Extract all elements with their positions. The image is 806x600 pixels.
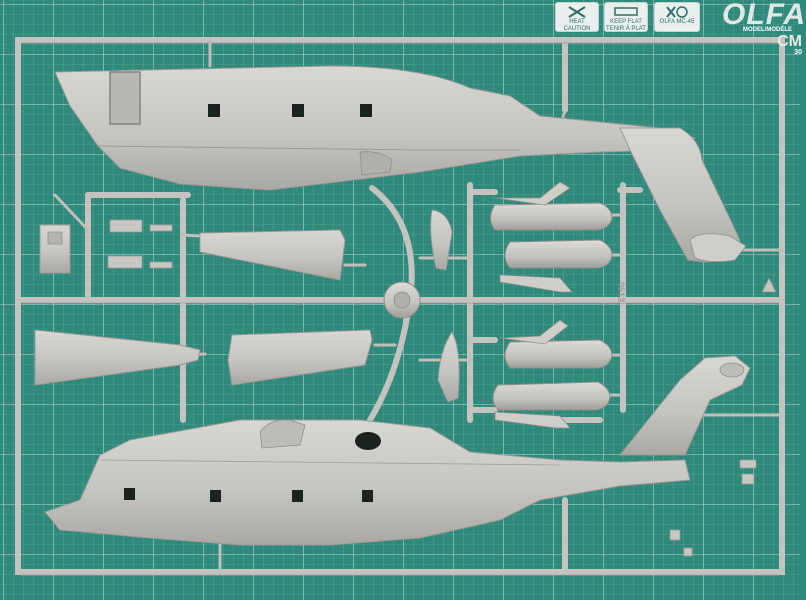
window	[124, 488, 135, 500]
engine-pod-2	[499, 239, 613, 293]
tail-plane-upper	[199, 229, 346, 281]
brand-logo-text: OLFA	[722, 0, 806, 31]
window	[292, 490, 303, 502]
keep-flat-logo: KEEP FLAT TENIR À PLAT	[604, 2, 648, 32]
keep-flat-icon	[614, 7, 638, 16]
heat-caution-icon	[568, 6, 586, 18]
scale-sub: 30	[794, 49, 802, 56]
small-door-part	[39, 224, 71, 274]
small-bits	[669, 459, 757, 557]
rotor-hub	[383, 281, 421, 319]
tail-plane-lower	[227, 329, 373, 386]
engine-pod-3	[499, 319, 613, 369]
keep-flat-text: KEEP FLAT TENIR À PLAT	[606, 19, 646, 32]
olfa-knife-text: OLFA MC-45	[659, 19, 695, 25]
window	[208, 104, 220, 117]
window	[362, 490, 373, 502]
fuselage-half-bottom	[44, 355, 751, 546]
engine-pod-1	[490, 181, 613, 231]
olfa-knife-logo: OLFA MC-45	[654, 2, 700, 32]
heat-caution-text: HEAT CAUTION	[563, 19, 591, 32]
model-label: MODEL/MODÈLE	[743, 27, 792, 33]
heat-caution-logo: HEAT CAUTION	[555, 2, 599, 32]
fin-blade-lower	[437, 331, 460, 403]
engine-pod-4	[492, 381, 611, 429]
horizontal-stabilizer-left	[34, 329, 201, 386]
bracket-parts	[107, 219, 173, 269]
door-opening	[109, 71, 141, 125]
sprue-tag-triangle	[761, 277, 777, 293]
scale-text: CM	[777, 33, 802, 50]
sprue-stamp: 0513	[616, 282, 626, 302]
window	[292, 104, 304, 117]
fin-blade-upper	[430, 209, 453, 271]
window	[210, 490, 221, 502]
olfa-knife-icon	[666, 6, 688, 18]
window	[360, 104, 372, 117]
fuselage-half-top	[54, 65, 747, 263]
